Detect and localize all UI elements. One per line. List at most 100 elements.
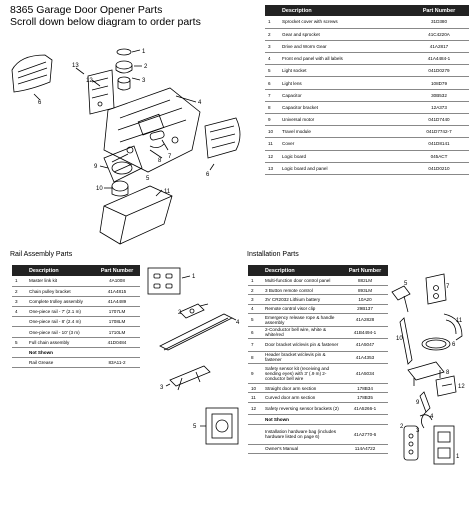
rail-row-key: 4 [12,306,26,318]
cover-drawing [99,185,173,245]
install-row-description: Not Shown [262,414,342,425]
install-row-part-number: 893LM [342,285,388,296]
callout-opener-10: 10 [96,186,103,192]
opener-row-part-number: 108D79 [409,76,469,90]
door-control-panel-drawing [433,425,455,465]
title-line-2: Scroll down below diagram to order parts [10,16,201,29]
door-bracket-drawing [425,273,447,305]
opener-row-part-number: 041D8141 [409,137,469,151]
opener-row-description: Logic board and panel [279,162,409,175]
install-row-part-number: 41A5266-1 [342,402,388,416]
sprocket-assembly-drawing [115,48,133,91]
install-row-part-number: 178B34 [342,383,388,394]
install-row-part-number: 178B35 [342,392,388,403]
rail-table-row: One-piece rail - 10' (3 m)1710LM [12,326,140,338]
safety-sensor-drawing [419,391,431,429]
install-row-description: 3 Button remote control [262,285,342,296]
install-row-part-number: 41A4353 [342,351,388,365]
rail-row-part-number: 41A4489 [94,296,140,308]
rail-row-key: 2 [12,286,26,297]
rail-row-key [12,316,26,328]
install-row-key: 7 [248,338,262,352]
rail-col-part-number: Part Number [94,265,140,276]
opener-row-key: 3 [265,40,279,54]
logic-board-drawing [87,69,115,115]
opener-row-key: 1 [265,16,279,29]
opener-row-description: Universal motor [279,113,409,127]
callout-opener-4: 4 [198,100,202,106]
opener-row-key: 4 [265,52,279,66]
install-row-key: 3 [248,294,262,305]
opener-row-key: 6 [265,76,279,90]
opener-row-description: Gear and sprocket [279,28,409,41]
rail-drawing [159,313,233,351]
opener-row-part-number: 31D380 [409,16,469,29]
callout-install-9: 9 [416,400,420,406]
remote-control-drawing [403,425,419,461]
install-row-part-number: 10A20 [342,294,388,305]
rail-row-description: Chain pulley bracket [26,286,94,297]
opener-row-key: 13 [265,162,279,175]
callout-opener-5: 5 [146,176,150,182]
opener-row-part-number: 041D7440 [409,113,469,127]
rail-row-part-number: 1708LM [94,316,140,328]
rail-row-key [12,347,26,359]
callout-opener-1: 1 [142,49,146,55]
install-row-description: Safety sensor kit (receiving and sending… [262,363,342,385]
install-row-part-number: 114A4722 [342,444,388,455]
opener-row-description: Capacitor [279,89,409,102]
light-lens-right-drawing [204,117,241,159]
opener-col-key [265,5,279,16]
callout-opener-7: 7 [168,154,172,160]
rail-row-key: 5 [12,337,26,348]
curved-door-arm-drawing [443,313,463,341]
rail-row-key: 1 [12,276,26,287]
header-bracket-drawing [407,361,445,386]
opener-row-part-number: 041D0210 [409,162,469,175]
rail-col-key [12,265,26,276]
callout-rail-5: 5 [193,424,197,430]
straight-door-arm-drawing [399,317,413,365]
opener-row-description: Sprocket cover with screws [279,16,409,29]
rail-row-part-number: 1707LM [94,306,140,318]
opener-row-part-number: 041D7742-7 [409,125,469,139]
callout-rail-1: 1 [192,274,196,280]
sensor-brackets-drawing [435,375,457,397]
callout-install-2: 2 [400,424,404,430]
install-row-description: 3V CR2032 Lithium battery [262,294,342,305]
callout-opener-13: 13 [72,63,79,69]
install-row-key: 10 [248,383,262,394]
install-row-key: 4 [248,304,262,315]
install-row-description: 2-Conductor bell wire, white & white/red [262,326,342,340]
callout-install-3: 3 [416,428,420,434]
rail-col-description: Description [26,265,94,276]
light-lens-left-drawing [11,54,53,93]
callout-rail-2: 2 [178,310,182,316]
title-line-1: 8365 Garage Door Opener Parts [10,4,163,16]
opener-row-description: Logic board [279,150,409,163]
callout-opener-12: 12 [86,78,93,84]
install-table-row: Installation hardware bag (includes hard… [248,424,388,445]
callout-opener-8: 8 [158,158,162,164]
install-row-key: 11 [248,392,262,403]
callout-install-11: 11 [456,318,463,324]
install-col-part-number: Part Number [342,265,388,276]
